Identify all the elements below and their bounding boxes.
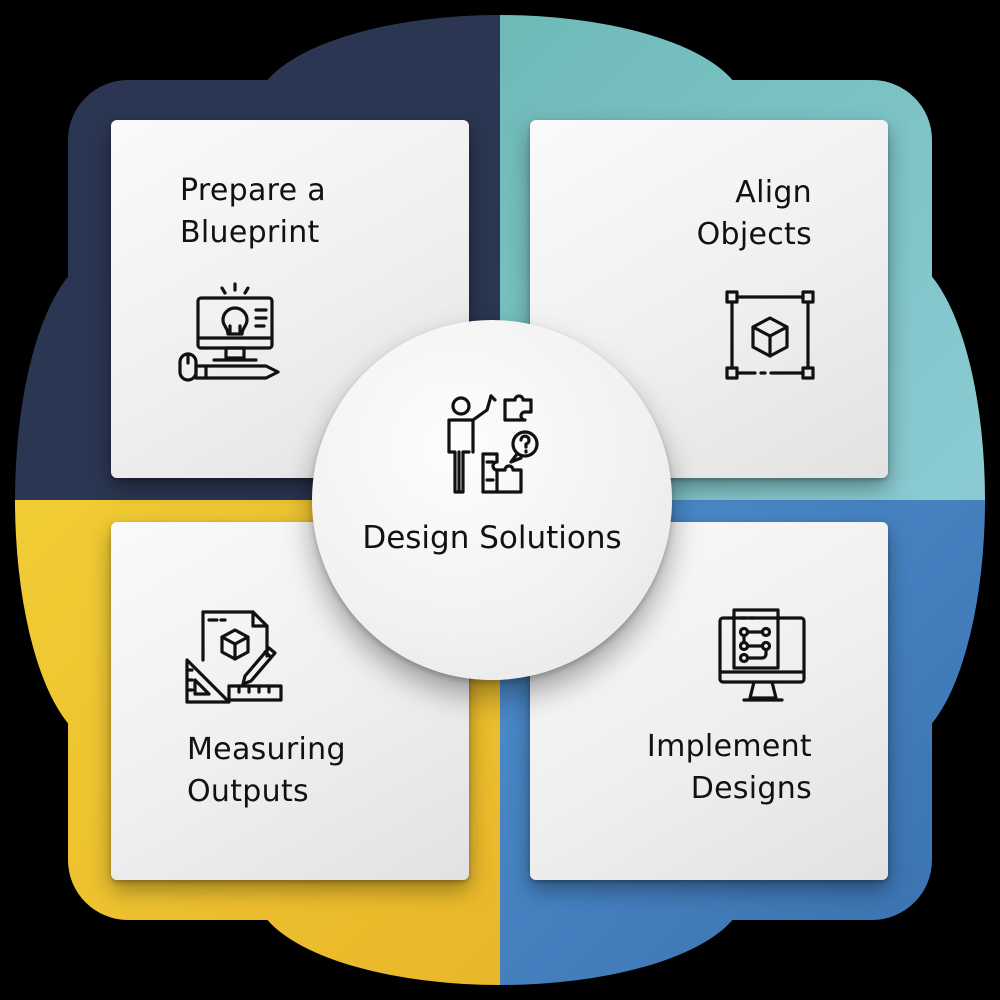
- label-line-1: Implement: [646, 729, 812, 764]
- label-line-2: Outputs: [187, 774, 309, 809]
- card-label-prepare-blueprint: Prepare a Blueprint: [180, 170, 326, 254]
- selection-cube-icon: [715, 280, 825, 390]
- label-line-2: Designs: [690, 771, 812, 806]
- monitor-workflow-icon: [708, 604, 818, 714]
- label-line-1: Align: [735, 175, 812, 210]
- label-line-1: Prepare a: [180, 173, 326, 208]
- center-hub: Design Solutions: [312, 320, 672, 680]
- blueprint-cube-ruler-icon: [183, 604, 293, 714]
- person-puzzle-question-icon: [437, 390, 547, 500]
- card-label-measuring-outputs: Measuring Outputs: [187, 729, 346, 813]
- center-label: Design Solutions: [362, 520, 622, 556]
- card-label-implement-designs: Implement Designs: [647, 726, 812, 810]
- label-line-2: Objects: [696, 217, 812, 252]
- computer-lightbulb-pencil-icon: [176, 280, 286, 390]
- card-label-align-objects: Align Objects: [697, 172, 812, 256]
- label-line-2: Blueprint: [180, 215, 320, 250]
- label-line-1: Measuring: [187, 732, 346, 767]
